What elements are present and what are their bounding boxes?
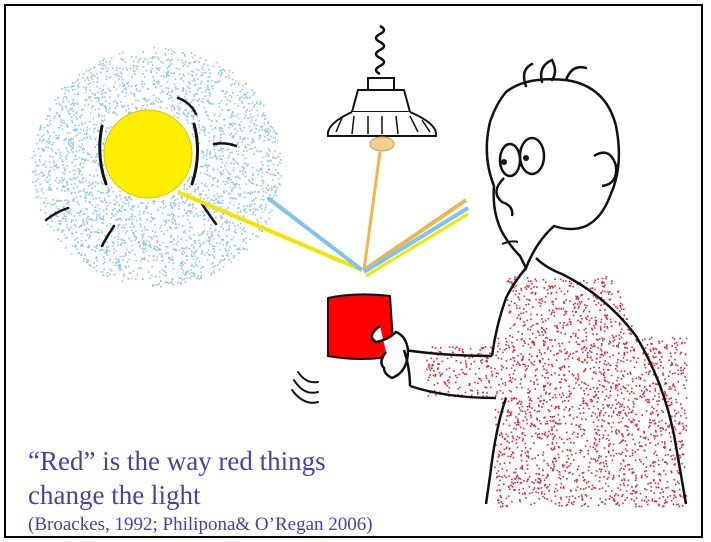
caption-line-1: “Red” is the way red things <box>28 446 326 477</box>
hanging-lamp-icon <box>328 26 436 151</box>
person-figure-icon <box>404 60 688 508</box>
illustration-frame: “Red” is the way red things change the l… <box>4 4 703 538</box>
light-rays <box>178 152 468 276</box>
motion-lines <box>292 372 318 403</box>
caption-citation: (Broackes, 1992; Philipona& O’Regan 2006… <box>28 514 373 536</box>
sweater-speckles <box>426 276 687 508</box>
caption-line-2: change the light <box>28 480 200 511</box>
red-square-icon <box>328 294 394 359</box>
